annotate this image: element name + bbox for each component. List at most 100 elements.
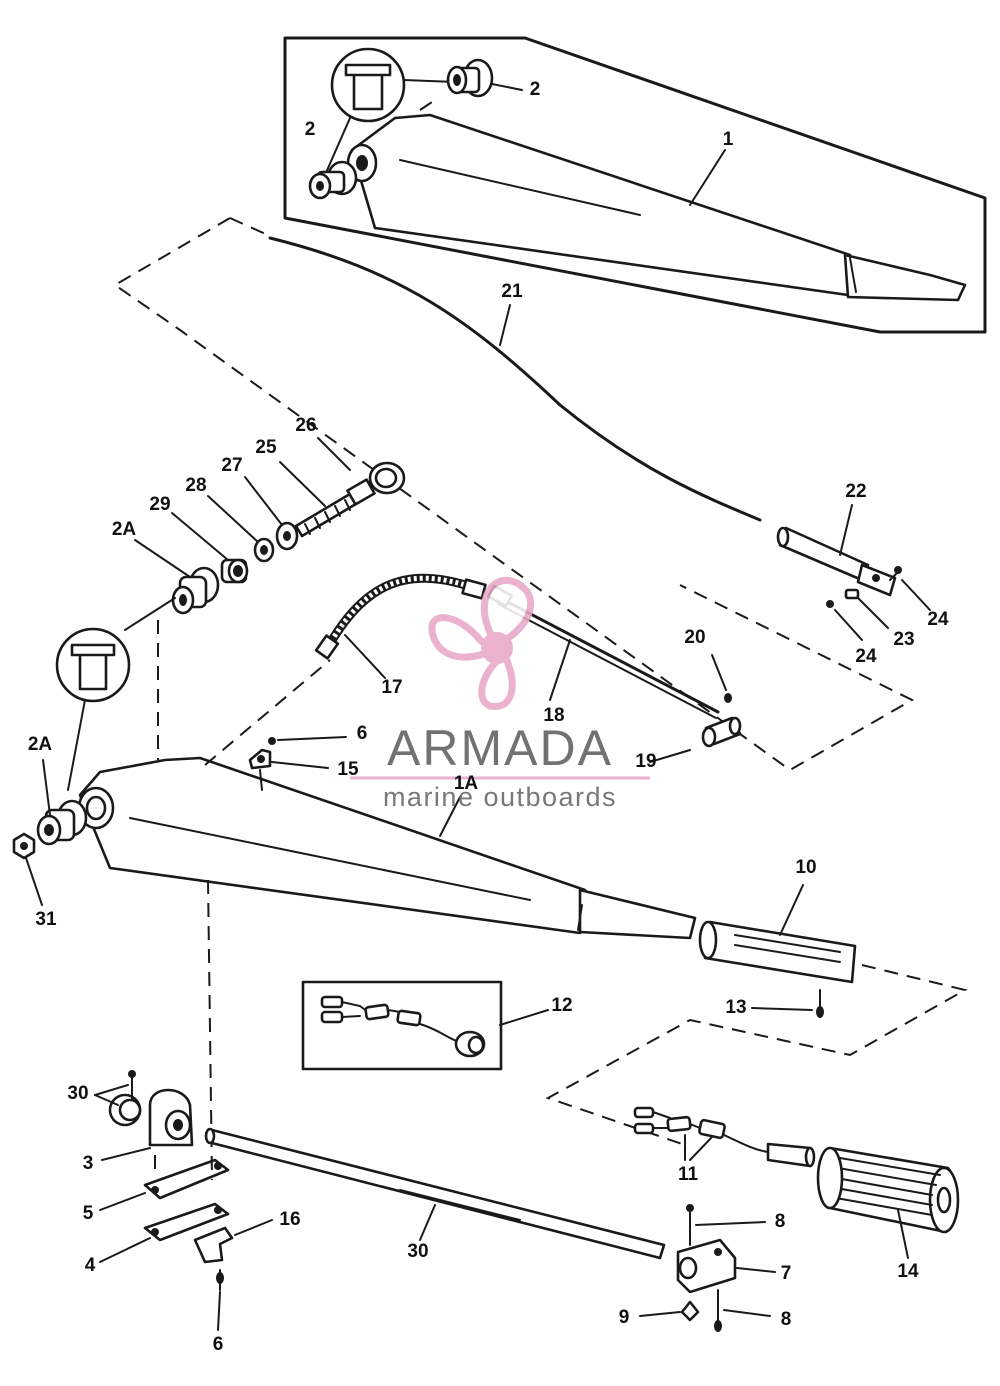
- callout-24-upper: 24: [927, 609, 949, 630]
- leader-22: [839, 504, 853, 556]
- screw-24-lower: [826, 600, 834, 608]
- callout-26: 26: [295, 415, 316, 436]
- throttle-shaft-21: [268, 236, 762, 522]
- callout-12: 12: [551, 995, 572, 1016]
- leader-10: [779, 884, 804, 936]
- leader-12: [499, 1009, 549, 1026]
- leader-4: [99, 1237, 151, 1263]
- leader-2a: [491, 83, 523, 91]
- callout-28: 28: [185, 475, 206, 496]
- callout-13: 13: [725, 997, 746, 1018]
- shaft-30: [204, 1127, 666, 1260]
- tiller-arm-1A: [77, 756, 697, 940]
- callout-20: 20: [684, 627, 705, 648]
- bracket-16: [193, 1226, 234, 1264]
- callout-2A-bottom: 2A: [28, 734, 53, 755]
- leader-25: [279, 461, 326, 507]
- leader-30-bottom: [419, 1204, 436, 1241]
- callout-1A: 1A: [454, 773, 479, 794]
- callout-17: 17: [381, 677, 402, 698]
- callout-18: 18: [543, 705, 564, 726]
- leader-26: [317, 437, 351, 471]
- nut-31: [12, 832, 36, 860]
- washer-28: [253, 537, 275, 563]
- leader-1A: [439, 796, 461, 837]
- washer-27: [275, 521, 299, 551]
- leader-8-top: [695, 1221, 766, 1226]
- callout-2A-top: 2A: [112, 519, 137, 540]
- leader-20: [711, 654, 727, 691]
- bushing-2-left: [308, 160, 358, 200]
- plate-5: [143, 1158, 230, 1200]
- leader-5: [99, 1192, 146, 1211]
- leader-6-top: [277, 736, 347, 741]
- dashed-guide-cable: [204, 659, 331, 766]
- nut-29: [220, 558, 249, 584]
- callout-7: 7: [781, 1263, 792, 1284]
- cap-26: [368, 461, 406, 495]
- callout-2-top: 2: [530, 79, 541, 100]
- leader-3: [101, 1147, 151, 1161]
- leader-29: [171, 512, 229, 561]
- leader-17: [344, 634, 386, 679]
- leader-18: [549, 639, 571, 701]
- screw-13: [816, 989, 824, 1018]
- callout-2-left: 2: [305, 119, 316, 140]
- leader-24b: [834, 609, 863, 641]
- callout-3: 3: [83, 1153, 94, 1174]
- callout-24-lower: 24: [855, 646, 877, 667]
- bushing-2-top: [446, 58, 494, 98]
- callout-22: 22: [845, 481, 866, 502]
- callout-23: 23: [893, 629, 914, 650]
- leader-8-bottom: [723, 1309, 771, 1317]
- leader-13: [751, 1007, 813, 1011]
- callout-15: 15: [337, 759, 359, 780]
- dashed-guide-lower: [207, 879, 213, 1181]
- callout-8-top: 8: [775, 1211, 786, 1232]
- callout-8-bottom: 8: [781, 1309, 792, 1330]
- callout-31: 31: [35, 909, 57, 930]
- bolt-8-top: [686, 1204, 694, 1246]
- callout-29: 29: [149, 494, 170, 515]
- inset-box-wiring-12: [301, 980, 503, 1071]
- leader-30-top-a: [94, 1094, 119, 1106]
- pin-20: [724, 693, 732, 703]
- callout-1: 1: [723, 129, 734, 150]
- watermark-tagline: marine outboards: [383, 782, 617, 812]
- callout-labels: 1 2 2 21 26 25 27 28 29 2A 22 24 23 24 2…: [28, 79, 949, 1355]
- callout-10: 10: [795, 857, 816, 878]
- bushing-2A-lower: [36, 799, 88, 846]
- bushing-2A-upper: [171, 566, 220, 615]
- watermark-brand: ARMADA: [387, 720, 613, 776]
- clamp-block-7: [676, 1238, 737, 1294]
- callout-14: 14: [897, 1261, 919, 1282]
- flex-cable-17: [314, 573, 487, 660]
- propeller-logo-icon: [428, 576, 535, 710]
- callout-30-bottom: 30: [407, 1241, 428, 1262]
- callout-25: 25: [255, 437, 277, 458]
- callout-16: 16: [279, 1209, 300, 1230]
- throttle-tube-22: [776, 526, 897, 597]
- leader-6-bottom: [217, 1291, 221, 1331]
- callout-6-bottom: 6: [213, 1334, 224, 1355]
- tiller-arm-1: [346, 113, 967, 302]
- screw-6-top: [268, 737, 276, 745]
- leader-1: [689, 149, 726, 206]
- leader-7: [736, 1267, 776, 1273]
- leader-14: [897, 1209, 909, 1259]
- grip-sleeve-10: [698, 920, 857, 984]
- dashed-envelope-grip: [545, 964, 968, 1146]
- screw-6-bottom: [216, 1269, 224, 1291]
- plate-4: [143, 1202, 230, 1242]
- spring-23: [844, 588, 860, 600]
- leader-28: [207, 495, 259, 543]
- leader-9: [639, 1311, 681, 1317]
- callout-4: 4: [85, 1255, 96, 1276]
- leader-2A-top: [134, 539, 191, 578]
- leader-2A-bottom: [42, 759, 51, 816]
- bushing-2A-detail-circle: [55, 597, 176, 791]
- coupler-19: [701, 716, 742, 748]
- leader-19: [649, 749, 691, 763]
- leader-24a: [901, 579, 931, 611]
- callout-27: 27: [221, 455, 242, 476]
